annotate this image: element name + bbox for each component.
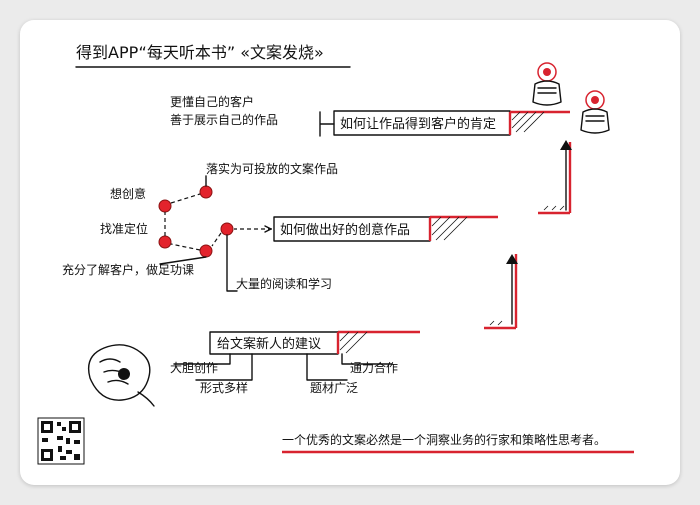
bottom-stage-label: 给文案新人的建议	[217, 336, 321, 352]
tips-branches	[173, 353, 393, 381]
node-dot-1	[199, 185, 213, 199]
mid-stair-step	[428, 215, 498, 241]
top-stair-step	[508, 110, 570, 135]
tip-4: 通力合作	[350, 360, 398, 375]
mid-stage-label: 如何做出好的创意作品	[280, 222, 410, 238]
node-dot-3	[158, 235, 172, 249]
page-title: 得到APP“每天听本书” «文案发烧»	[76, 43, 324, 62]
arrow-up-icon	[484, 254, 518, 330]
node-label-4: 充分了解客户，做足功课	[62, 262, 194, 277]
node-dot-5	[220, 222, 234, 236]
node-label-3: 找准定位	[100, 221, 148, 236]
top-stage-label: 如何让作品得到客户的肯定	[340, 116, 496, 132]
node-dot-4	[199, 244, 213, 258]
top-note-1: 更懂自己的客户	[170, 94, 254, 109]
pointing-hand-icon	[87, 344, 155, 407]
fist-icon	[532, 62, 610, 134]
node-label-2: 想创意	[110, 186, 146, 201]
arrow-up-icon	[538, 140, 572, 215]
tip-3: 题材广泛	[310, 381, 358, 395]
top-note-2: 善于展示自己的作品	[170, 112, 278, 127]
tip-1: 大胆创作	[170, 361, 218, 375]
node-dot-2	[158, 199, 172, 213]
node-label-1: 落实为可投放的文案作品	[206, 161, 338, 176]
mindmap-card: 得到APP“每天听本书” «文案发烧» 更懂自己的客户 善于展示自己的作品 如何…	[20, 20, 680, 485]
tip-2: 形式多样	[200, 380, 248, 395]
node-label-5: 大量的阅读和学习	[236, 276, 332, 291]
node-connectors	[164, 193, 272, 251]
footer-quote: 一个优秀的文案必然是一个洞察业务的行家和策略性思考者。	[282, 432, 606, 447]
qr-code-icon	[37, 417, 85, 465]
bottom-stair-step	[336, 330, 420, 354]
top-bracket	[319, 111, 335, 137]
